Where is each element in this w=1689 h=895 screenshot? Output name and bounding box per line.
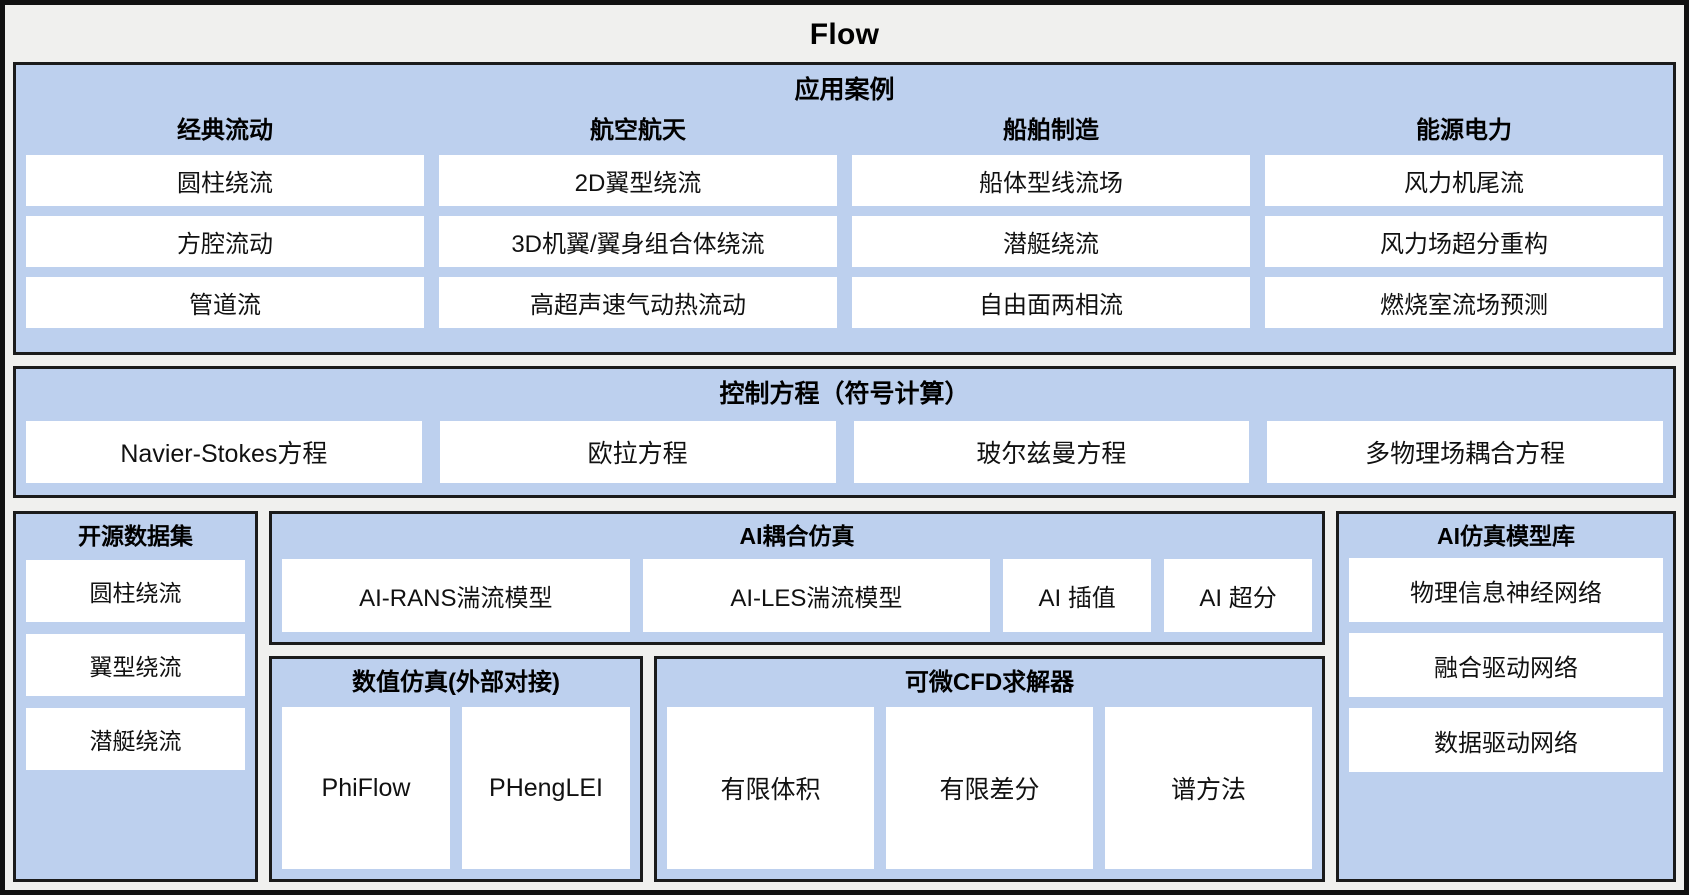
- list-item[interactable]: AI 超分: [1164, 559, 1312, 632]
- middle-column: AI耦合仿真 AI-RANS湍流模型 AI-LES湍流模型 AI 插值 AI 超…: [269, 511, 1325, 882]
- list-item[interactable]: AI-RANS湍流模型: [282, 559, 630, 632]
- application-cases-columns: 经典流动 圆柱绕流 方腔流动 管道流 航空航天 2D翼型绕流 3D机翼/翼身组合…: [26, 119, 1663, 344]
- section-governing-equations: 控制方程（符号计算） Navier-Stokes方程 欧拉方程 玻尔兹曼方程 多…: [13, 366, 1676, 498]
- list-item[interactable]: 有限体积: [667, 707, 874, 869]
- column-header: 航空航天: [590, 117, 686, 144]
- application-column-shipbuilding: 船舶制造 船体型线流场 潜艇绕流 自由面两相流: [852, 119, 1250, 344]
- list-item[interactable]: 圆柱绕流: [26, 560, 245, 622]
- list-item[interactable]: 方腔流动: [26, 216, 424, 267]
- list-item[interactable]: 物理信息神经网络: [1349, 558, 1663, 622]
- application-column-energy-power: 能源电力 风力机尾流 风力场超分重构 燃烧室流场预测: [1265, 119, 1663, 344]
- section-ai-coupled-simulation: AI耦合仿真 AI-RANS湍流模型 AI-LES湍流模型 AI 插值 AI 超…: [269, 511, 1325, 645]
- section-application-cases: 应用案例 经典流动 圆柱绕流 方腔流动 管道流 航空航天 2D翼型绕流 3D机翼…: [13, 62, 1676, 355]
- list-item[interactable]: 自由面两相流: [852, 277, 1250, 328]
- section-open-dataset: 开源数据集 圆柱绕流 翼型绕流 潜艇绕流: [13, 511, 258, 882]
- list-item[interactable]: 数据驱动网络: [1349, 708, 1663, 772]
- section-title-differentiable-cfd-solver: 可微CFD求解器: [904, 669, 1075, 696]
- list-item[interactable]: 圆柱绕流: [26, 155, 424, 206]
- list-item[interactable]: 高超声速气动热流动: [439, 277, 837, 328]
- column-header: 经典流动: [177, 117, 273, 144]
- section-title-numerical-simulation: 数值仿真(外部对接): [352, 669, 560, 696]
- governing-equations-row: Navier-Stokes方程 欧拉方程 玻尔兹曼方程 多物理场耦合方程: [26, 421, 1663, 483]
- application-column-aerospace: 航空航天 2D翼型绕流 3D机翼/翼身组合体绕流 高超声速气动热流动: [439, 119, 837, 344]
- section-title-ai-model-library: AI仿真模型库: [1437, 523, 1575, 549]
- column-header: 船舶制造: [1003, 117, 1099, 144]
- section-bottom-row: 开源数据集 圆柱绕流 翼型绕流 潜艇绕流 AI耦合仿真 AI-RANS湍流模型 …: [13, 511, 1676, 882]
- section-title-application-cases: 应用案例: [794, 76, 895, 104]
- list-item[interactable]: PHengLEI: [462, 707, 630, 869]
- differentiable-cfd-solver-row: 有限体积 有限差分 谱方法: [667, 707, 1312, 869]
- application-column-classic-flow: 经典流动 圆柱绕流 方腔流动 管道流: [26, 119, 424, 344]
- list-item[interactable]: 燃烧室流场预测: [1265, 277, 1663, 328]
- list-item[interactable]: 谱方法: [1105, 707, 1312, 869]
- numerical-simulation-row: PhiFlow PHengLEI: [282, 707, 630, 869]
- list-item[interactable]: 融合驱动网络: [1349, 633, 1663, 697]
- list-item[interactable]: 多物理场耦合方程: [1267, 421, 1663, 483]
- section-title-ai-coupled-simulation: AI耦合仿真: [739, 523, 855, 549]
- list-item[interactable]: AI 插值: [1003, 559, 1152, 632]
- section-title-governing-equations: 控制方程（符号计算）: [719, 380, 970, 408]
- column-header: 能源电力: [1416, 117, 1512, 144]
- list-item[interactable]: 翼型绕流: [26, 634, 245, 696]
- list-item[interactable]: 潜艇绕流: [852, 216, 1250, 267]
- list-item[interactable]: AI-LES湍流模型: [642, 559, 991, 632]
- list-item[interactable]: PhiFlow: [282, 707, 450, 869]
- section-differentiable-cfd-solver: 可微CFD求解器 有限体积 有限差分 谱方法: [654, 656, 1325, 882]
- list-item[interactable]: 潜艇绕流: [26, 708, 245, 770]
- list-item[interactable]: 玻尔兹曼方程: [853, 421, 1250, 483]
- section-ai-model-library: AI仿真模型库 物理信息神经网络 融合驱动网络 数据驱动网络: [1336, 511, 1676, 882]
- list-item[interactable]: Navier-Stokes方程: [26, 421, 422, 483]
- section-title-open-dataset: 开源数据集: [78, 523, 193, 549]
- section-numerical-simulation: 数值仿真(外部对接) PhiFlow PHengLEI: [269, 656, 643, 882]
- list-item[interactable]: 管道流: [26, 277, 424, 328]
- list-item[interactable]: 欧拉方程: [439, 421, 836, 483]
- list-item[interactable]: 风力机尾流: [1265, 155, 1663, 206]
- list-item[interactable]: 有限差分: [886, 707, 1093, 869]
- list-item[interactable]: 风力场超分重构: [1265, 216, 1663, 267]
- list-item[interactable]: 2D翼型绕流: [439, 155, 837, 206]
- ai-coupled-simulation-row: AI-RANS湍流模型 AI-LES湍流模型 AI 插值 AI 超分: [282, 559, 1312, 632]
- page-title: Flow: [809, 18, 880, 51]
- list-item[interactable]: 船体型线流场: [852, 155, 1250, 206]
- list-item[interactable]: 3D机翼/翼身组合体绕流: [439, 216, 837, 267]
- middle-bottom-row: 数值仿真(外部对接) PhiFlow PHengLEI 可微CFD求解器 有限体…: [269, 656, 1325, 882]
